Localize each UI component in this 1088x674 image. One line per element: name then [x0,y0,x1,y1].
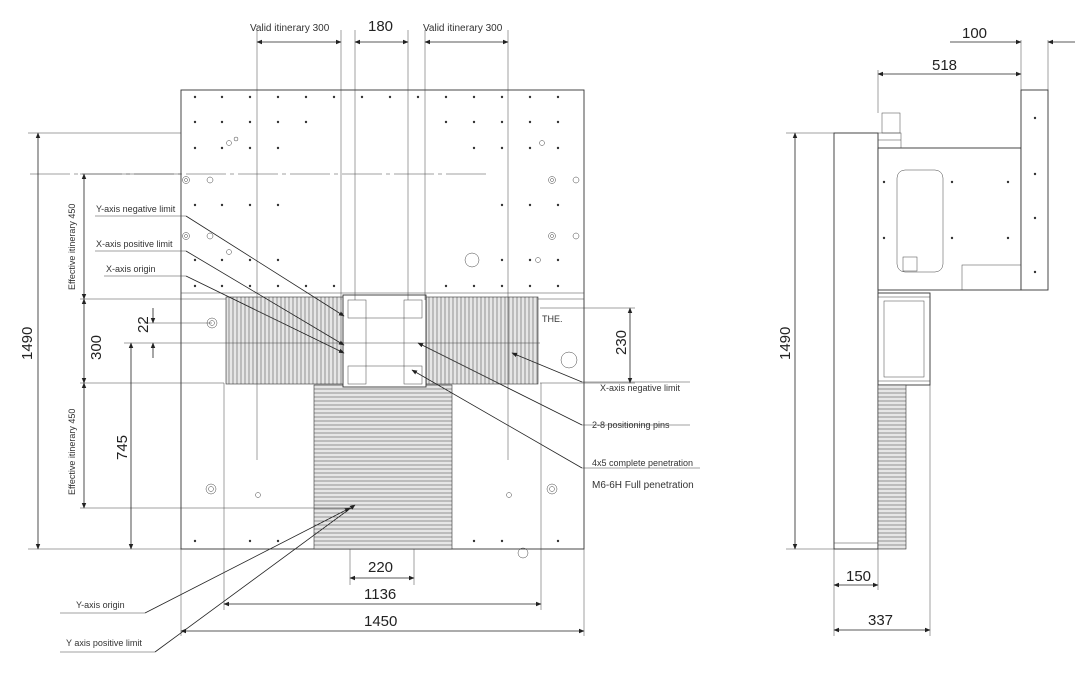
center-carriage [342,294,427,388]
y-bellows [313,384,453,550]
callout-complete-penetration: 4x5 complete penetration [592,458,693,468]
dim-230: 230 [613,330,630,355]
side-dim-150: 150 [846,568,871,585]
callout-y-neg-limit: Y-axis negative limit [96,204,176,214]
label-upper-travel: Effective itinerary 450 [67,204,77,290]
dim-300: 300 [88,335,105,360]
side-back-plate [833,132,879,550]
dim-left-travel: Valid itinerary 300 [250,23,330,34]
dim-180: 180 [368,18,393,35]
dim-1490: 1490 [19,327,36,360]
x-bellows-right [425,296,539,385]
callout-y-pos-limit: Y axis positive limit [66,638,142,648]
dim-220: 220 [368,559,393,576]
callout-positioning-pins: 2-8 positioning pins [592,420,670,430]
side-dim-1490: 1490 [777,327,794,360]
mounting-holes [193,95,560,543]
label-lower-travel: Effective itinerary 450 [67,409,77,495]
x-bellows-left [225,296,345,385]
side-view: 100 518 1490 150 337 [777,25,1075,636]
dim-right-travel: Valid itinerary 300 [423,23,503,34]
callout-x-pos-limit: X-axis positive limit [96,239,173,249]
callout-m6-penetration: M6-6H Full penetration [592,480,694,491]
dim-1136: 1136 [364,586,396,603]
dim-745: 745 [114,435,131,460]
side-dim-518: 518 [932,57,957,74]
label-the: THE. [542,314,563,324]
front-view: Valid itinerary 300 180 Valid itinerary … [19,18,700,653]
dim-1450: 1450 [364,613,397,630]
callout-x-origin: X-axis origin [106,264,156,274]
callout-y-origin: Y-axis origin [76,600,125,610]
side-dim-100: 100 [962,25,987,42]
side-dim-337: 337 [868,612,893,629]
dim-22: 22 [135,316,152,333]
callout-x-neg-limit: X-axis negative limit [600,383,681,393]
